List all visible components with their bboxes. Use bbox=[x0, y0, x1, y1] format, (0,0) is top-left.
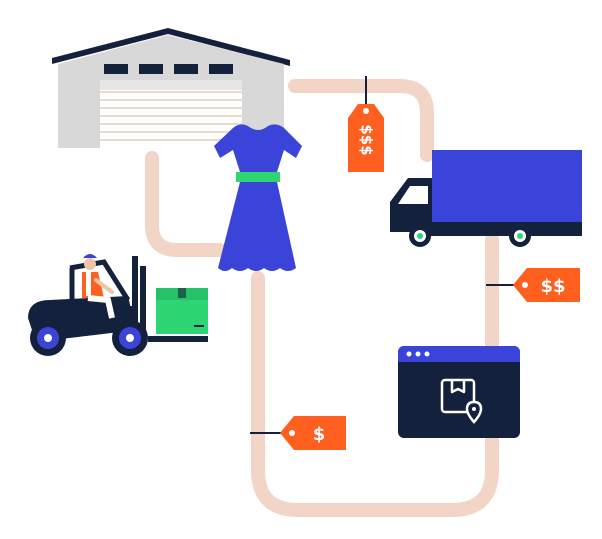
bottom-tag-label: $ bbox=[313, 424, 326, 445]
forklift-icon bbox=[28, 254, 208, 356]
truck-price-tag: $$ bbox=[486, 268, 580, 302]
tracking-window bbox=[398, 346, 520, 438]
package-location-icon bbox=[440, 378, 476, 414]
warehouse-icon bbox=[52, 28, 290, 150]
truck-tag-label: $$ bbox=[540, 276, 565, 297]
delivery-truck-icon bbox=[390, 150, 582, 247]
hanging-tag-label: $$$ bbox=[358, 124, 376, 155]
route-path bbox=[145, 79, 499, 517]
hanging-price-tag: $$$ bbox=[348, 76, 384, 172]
dress-icon bbox=[214, 124, 302, 271]
bottom-price-tag: $ bbox=[250, 416, 346, 450]
